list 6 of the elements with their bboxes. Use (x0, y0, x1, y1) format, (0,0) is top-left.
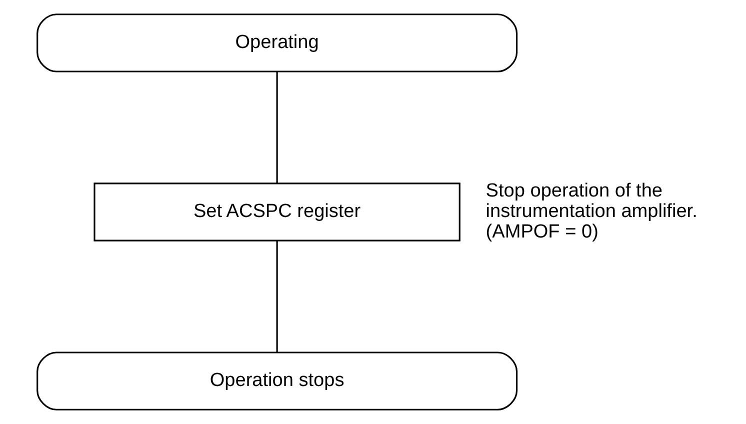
node-box: Operation stops (36, 352, 518, 410)
connector (276, 72, 278, 183)
node-box: Set ACSPC register (93, 182, 460, 242)
connector (276, 240, 278, 352)
node-box: Operating (36, 14, 518, 72)
node-label: Stop operation of the instrumentation amplifier. (AMPOF = 0) (485, 180, 697, 243)
